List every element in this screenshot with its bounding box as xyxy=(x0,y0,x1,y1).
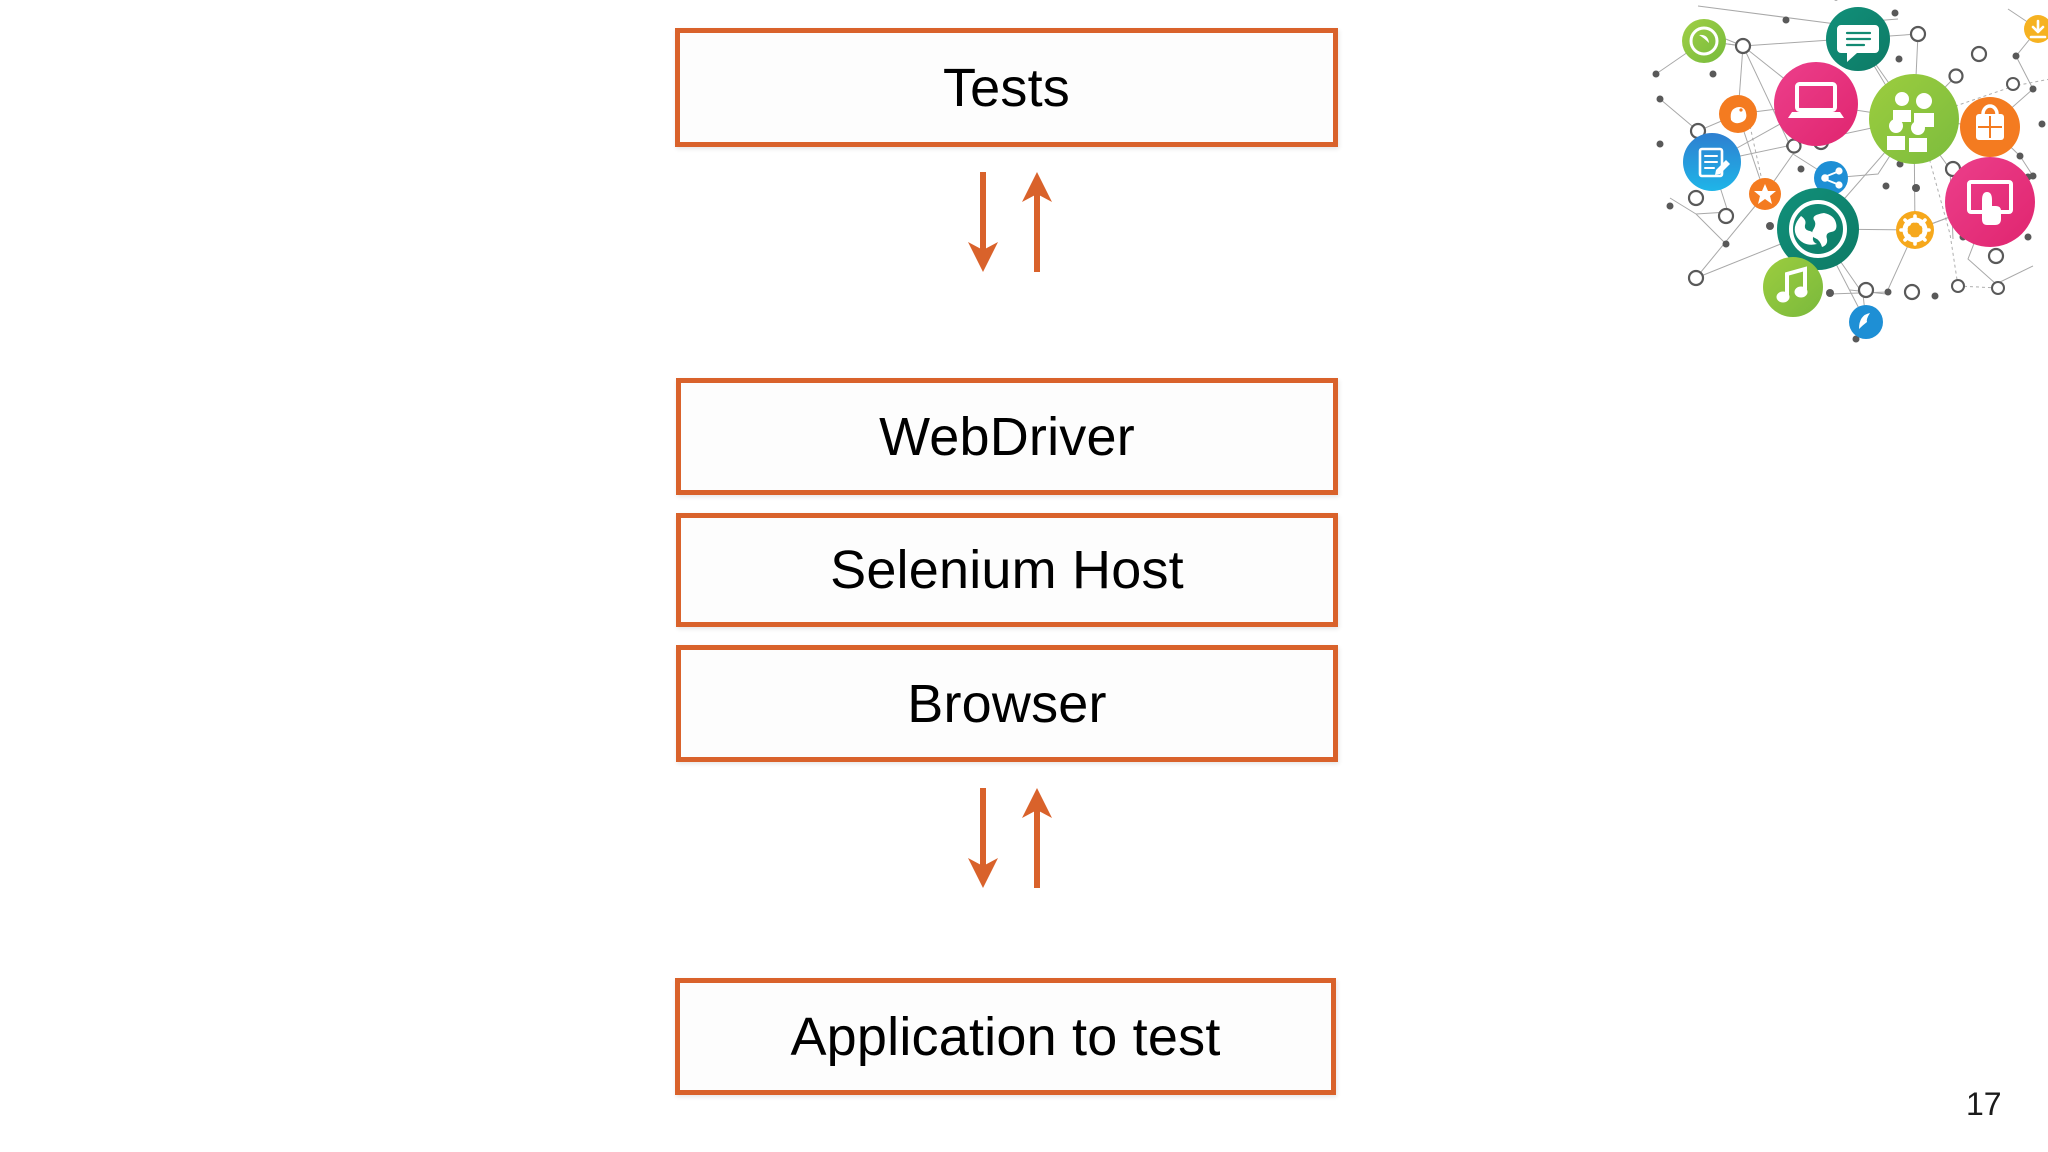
chat-icon xyxy=(1826,7,1890,71)
diagram-box-tests[interactable]: Tests xyxy=(675,28,1338,147)
diagram-box-label: Tests xyxy=(942,57,1071,118)
diagram-box-selenium-host[interactable]: Selenium Host xyxy=(676,513,1338,627)
bird-icon xyxy=(1719,95,1757,133)
music-note-icon xyxy=(1763,257,1823,317)
diagram-box-application-to-test[interactable]: Application to test xyxy=(675,978,1336,1095)
document-icon xyxy=(1683,133,1741,191)
page-number: 17 xyxy=(1966,1086,2002,1122)
diagram-box-label: WebDriver xyxy=(879,406,1135,467)
screen-touch-icon xyxy=(1945,157,2035,247)
diagram-box-label: Selenium Host xyxy=(830,540,1184,600)
diagram-box-label: Application to test xyxy=(790,1006,1221,1067)
network-icon-nodes xyxy=(1682,7,2048,339)
network-illustration xyxy=(1638,0,2048,360)
diagram-box-webdriver[interactable]: WebDriver xyxy=(676,378,1338,495)
arrow-down-icon xyxy=(968,788,998,888)
diagram-box-label: Browser xyxy=(907,673,1107,734)
arrow-down-icon xyxy=(968,172,998,272)
wifi-icon xyxy=(1849,305,1883,339)
download-icon xyxy=(2024,15,2048,43)
share-icon xyxy=(1814,161,1848,195)
network-small-nodes xyxy=(1652,0,2046,343)
gear-icon xyxy=(1896,211,1934,249)
people-icon xyxy=(1869,74,1959,164)
bag-lock-icon xyxy=(1960,97,2020,157)
arrow-up-icon xyxy=(1022,172,1052,272)
globe-icon xyxy=(1777,188,1859,270)
connector-tests-webdriver xyxy=(955,172,1075,372)
star-icon xyxy=(1749,178,1781,210)
laptop-icon xyxy=(1774,62,1858,146)
diagram-box-browser[interactable]: Browser xyxy=(676,645,1338,762)
phone-icon xyxy=(1682,19,1726,63)
connector-browser-application xyxy=(955,788,1075,973)
arrow-up-icon xyxy=(1022,788,1052,888)
